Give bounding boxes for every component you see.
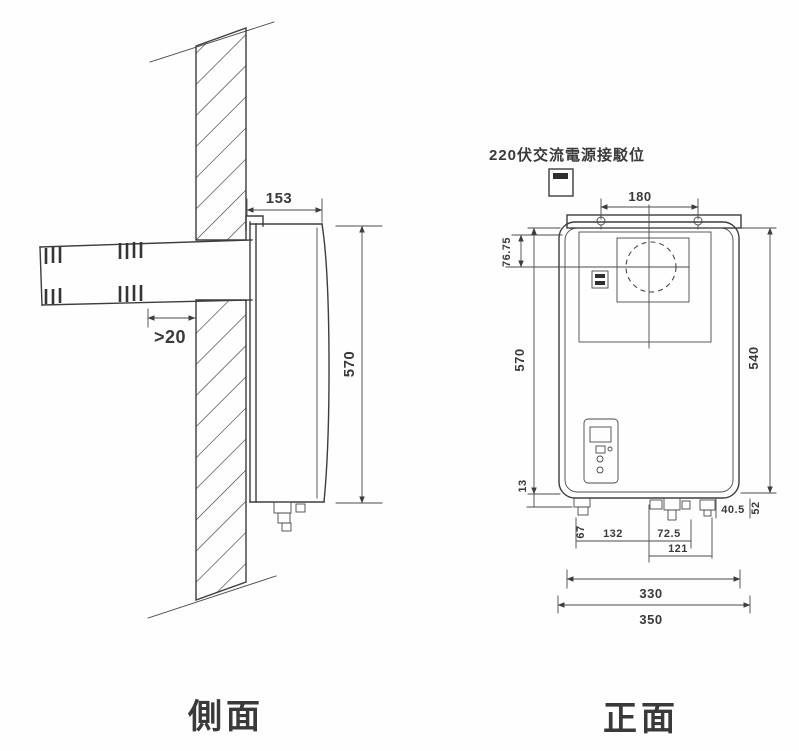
wall-upper	[195, 27, 247, 241]
wall-break-line-bottom	[147, 575, 277, 619]
power-connection-symbol	[548, 168, 574, 197]
dim-text-570-front: 570	[512, 348, 527, 371]
wall-lower	[195, 299, 247, 601]
heater-side-body	[245, 215, 330, 532]
dim-text-gt20: >20	[154, 327, 186, 347]
dim-text-72-5: 72.5	[657, 528, 680, 540]
dim-width-330: 330	[566, 569, 741, 601]
dim-unit-height: 570	[335, 225, 383, 504]
button-3	[596, 455, 604, 463]
flue-box	[616, 237, 690, 303]
dim-text-13: 13	[517, 479, 529, 492]
heater-front-body	[505, 204, 740, 521]
power-note: 220伏交流電源接駁位	[489, 146, 645, 164]
dim-text-540: 540	[746, 346, 761, 369]
body-front-edge	[321, 223, 330, 503]
button-2	[607, 446, 613, 452]
top-bracket	[245, 215, 264, 231]
rating-label	[591, 270, 609, 289]
duct-corrugation-joint	[118, 242, 143, 302]
dim-width-350: 350	[557, 595, 751, 627]
dim-flue-offset: 76.75	[501, 234, 563, 268]
dim-body-height: 540	[740, 227, 777, 494]
dim-bottom-connectors: 67 132 72.5 121 40.5 52	[575, 498, 762, 563]
upper-panel	[578, 231, 712, 343]
dim-unit-depth: 153	[246, 190, 323, 223]
dim-text-350: 350	[639, 612, 662, 627]
control-panel	[583, 418, 619, 484]
duct-bottom-edge	[41, 299, 253, 306]
dim-text-76-75: 76.75	[501, 237, 513, 267]
button-4	[596, 466, 604, 474]
front-view-label: 正面	[603, 700, 679, 738]
side-dimensions: 153 >20 570	[147, 190, 383, 504]
dim-text-132: 132	[603, 528, 623, 540]
side-view-label: 側面	[187, 698, 264, 736]
button-1	[595, 445, 606, 454]
side-view: 153 >20 570 側面	[39, 21, 383, 736]
bottom-connectors	[573, 497, 716, 521]
bottom-fittings-side	[273, 501, 306, 532]
dim-text-40-5: 40.5	[721, 504, 744, 516]
duct-corrugation-outer	[44, 247, 62, 304]
display	[589, 426, 612, 443]
flue-duct	[39, 239, 253, 306]
dim-bottom-offset: 13	[517, 479, 573, 508]
dim-text-180: 180	[628, 189, 651, 204]
dim-overall-height: 570	[512, 227, 561, 495]
wall-section	[147, 21, 277, 619]
dim-min-clearance: >20	[147, 308, 196, 347]
dim-text-67: 67	[575, 525, 587, 538]
duct-end-cap	[39, 246, 43, 306]
front-view: 220伏交流電源接駁位	[489, 146, 777, 738]
dim-text-121: 121	[668, 543, 688, 555]
duct-top-edge	[39, 239, 253, 248]
dim-text-52: 52	[750, 501, 762, 514]
dim-hole-spacing: 180	[600, 189, 699, 220]
dim-text-570-side: 570	[341, 351, 358, 378]
dim-text-153: 153	[266, 190, 293, 207]
wall-break-line-top	[149, 21, 275, 63]
front-dimensions: 180 76.75 570 13	[501, 189, 777, 627]
dim-text-330: 330	[639, 586, 662, 601]
